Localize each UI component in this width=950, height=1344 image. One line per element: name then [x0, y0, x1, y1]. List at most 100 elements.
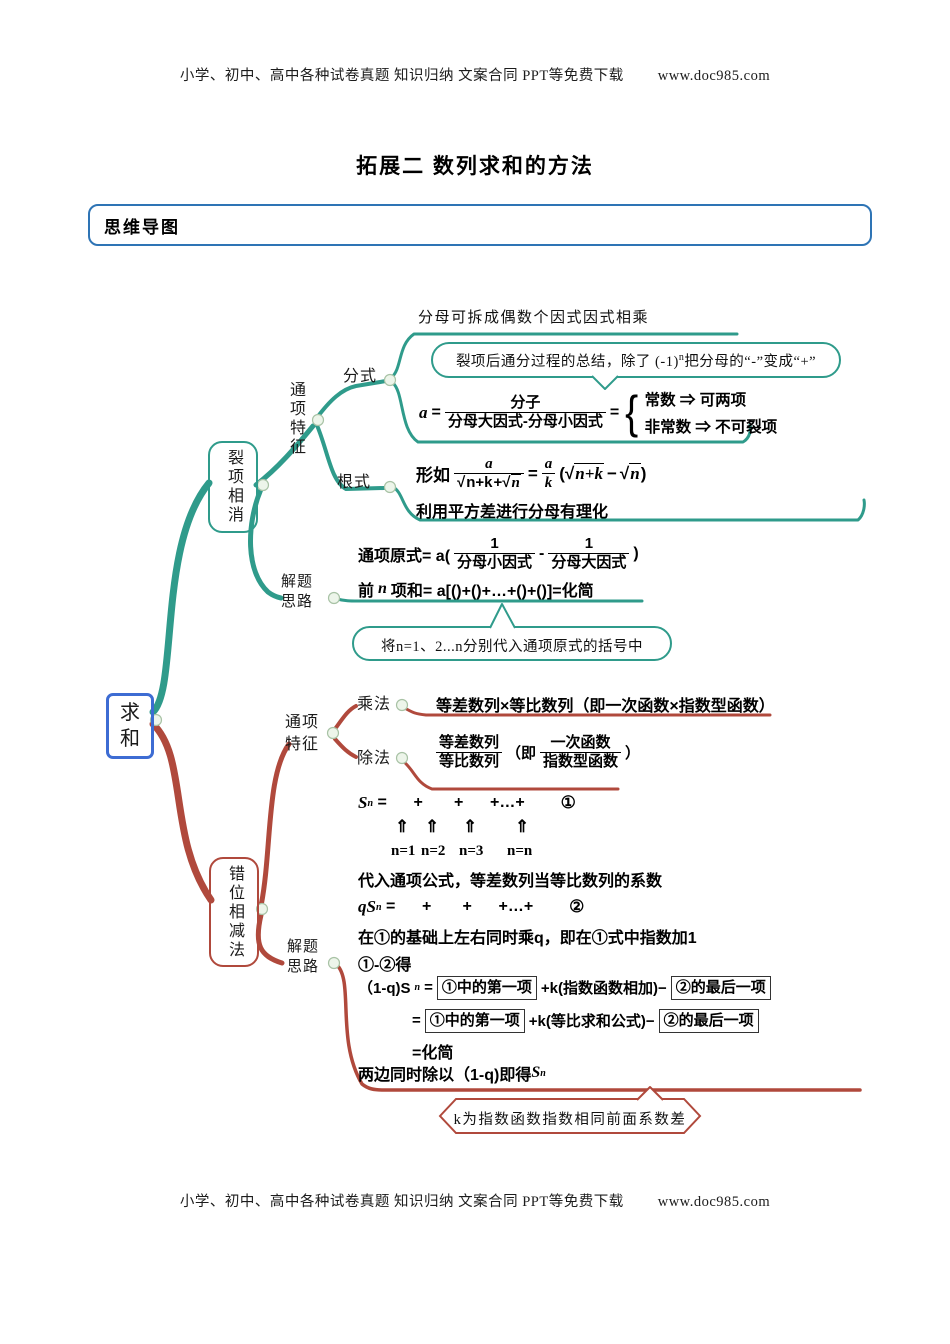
sum-n: n — [378, 580, 387, 597]
branch2-node: 错位相减法 — [209, 857, 259, 967]
callout-substitute-shape — [352, 603, 672, 661]
up-arrow-icon: ⇑ — [515, 817, 530, 836]
denominator-note: 分母可拆成偶数个因式因式相乘 — [418, 310, 650, 326]
result1-mid: +k(指数函数相加)− — [540, 980, 667, 998]
divide-rule: 等差数列 等比数列 （即 一次函数 指数型函数 ） — [436, 734, 640, 771]
qsn-subscript: n — [375, 901, 382, 913]
result2-box2: ②的最后一项 — [658, 1009, 759, 1033]
formula-a-numerator: 分子 — [510, 394, 541, 411]
branch2-multiply-label: 乘法 — [357, 696, 392, 713]
gt-frac2-num: 1 — [584, 535, 594, 552]
radicand: n+k — [465, 473, 494, 491]
divide-frac2-den: 指数型函数 — [540, 752, 622, 771]
root-node-label: 求和 — [120, 702, 140, 750]
formula-a-lhs: a — [419, 402, 428, 422]
formula-radical-prefix: 形如 — [416, 466, 450, 485]
result4-sub: n — [540, 1067, 546, 1079]
sum-pre: 前 — [358, 583, 375, 600]
gt-frac2-den: 分母大因式 — [548, 553, 630, 572]
sn-symbol: S — [358, 793, 368, 812]
formula-a: a = 分子 分母大因式-分母小因式 = { 常数 ⇒ 可两项 非常数 ⇒ 不可… — [419, 388, 777, 437]
header-text: 小学、初中、高中各种试卷真题 知识归纳 文案合同 PPT等免费下载 — [179, 68, 624, 84]
callout-split-sup: n — [678, 352, 685, 364]
callout-split-post: 把分母的“-”变成“+” — [684, 354, 817, 370]
n-label: n=2 — [421, 843, 446, 859]
branch1-node: 裂项相消 — [208, 441, 258, 533]
note-subtract: ①-②得 — [358, 957, 412, 974]
gt-frac1-num: 1 — [490, 535, 499, 552]
callout-substitute-text: 将n=1、2...n分别代入通项原式的括号中 — [380, 639, 644, 655]
divide-frac1-den: 等比数列 — [436, 752, 503, 771]
n-label: n=1 — [391, 843, 416, 859]
radical-frac2-num: a — [544, 456, 553, 472]
result-line-2: = ①中的第一项 +k(等比求和公式)− ②的最后一项 — [412, 1009, 759, 1033]
multiply-rule: 等差数列×等比数列（即一次函数×指数型函数） — [436, 698, 775, 715]
radicand: n — [629, 463, 641, 483]
branch1-node-label: 裂项相消 — [225, 449, 242, 525]
branch1-fraction-label: 分式 — [343, 368, 378, 385]
radical-frac2-den: k — [541, 473, 556, 492]
callout-split-text: 裂项后通分过程的总结，除了 (-1)n把分母的“-”变成“+” — [438, 350, 834, 371]
result1-lhs: （1-q)S — [358, 980, 411, 998]
qsn-symbol: qS — [358, 897, 376, 916]
general-term-formula: 通项原式= a( 1 分母小因式 - 1 分母大因式 ) — [358, 535, 639, 572]
callout-k-shape — [438, 1086, 702, 1134]
divide-frac1-num: 等差数列 — [439, 734, 500, 751]
up-arrow-icon: ⇑ — [425, 817, 440, 836]
gt-close: ) — [633, 544, 639, 562]
result1-box1: ①中的第一项 — [436, 976, 537, 1000]
qsn-tag: ② — [569, 897, 585, 916]
branch2-divide-label: 除法 — [357, 750, 392, 767]
callout-split-pre: 裂项后通分过程的总结，除了 (-1) — [455, 354, 679, 370]
formula-a-brace: { — [625, 385, 639, 438]
formula-a-case-const: 常数 ⇒ 可两项 — [644, 392, 747, 409]
result4-text: 两边同时除以（1-q)即得 — [358, 1067, 532, 1084]
radicand: n — [510, 474, 521, 491]
result1-sub: n — [414, 982, 421, 994]
n-label: n=n — [507, 843, 533, 859]
up-arrow-icon: ⇑ — [395, 817, 410, 836]
n-label: n=3 — [459, 843, 484, 859]
plus-sign: + — [493, 474, 503, 491]
formula-a-eq2: = — [609, 403, 620, 421]
sn-tag: ① — [560, 793, 576, 812]
up-arrow-icon: ⇑ — [463, 817, 478, 836]
sqrt-sign: √ — [564, 463, 575, 483]
footer-text: 小学、初中、高中各种试卷真题 知识归纳 文案合同 PPT等免费下载 — [179, 1194, 624, 1210]
paren-open: ( — [559, 463, 565, 483]
section-label: 思维导图 — [104, 218, 180, 237]
result2-mid: +k(等比求和公式)− — [528, 1013, 655, 1031]
callout-split-shape — [431, 342, 841, 390]
result2-eq: = — [412, 1012, 421, 1030]
note-substitute: 代入通项公式，等差数列当等比数列的系数 — [358, 873, 663, 890]
result1-box2: ②的最后一项 — [670, 976, 771, 1000]
radicand: n+k — [574, 463, 604, 483]
branch1-solve-label: 解题思路 — [281, 574, 314, 611]
radical-note: 利用平方差进行分母有理化 — [416, 504, 609, 521]
result2-box1: ①中的第一项 — [424, 1009, 525, 1033]
sqrt-sign: √ — [502, 474, 511, 491]
qsn-terms: = + + +…+ — [381, 898, 534, 915]
callout-k-text: k为指数函数指数相同前面系数差 — [453, 1112, 687, 1128]
divide-frac2-num: 一次函数 — [550, 734, 611, 751]
general-term-prefix: 通项原式= a( — [358, 547, 451, 565]
formula-a-case-nonconst: 非常数 ⇒ 不可裂项 — [644, 419, 778, 436]
result4-s: S — [531, 1064, 541, 1081]
root-node: 求和 — [106, 693, 154, 759]
note-multiply-q: 在①的基础上左右同时乘q，即在①式中指数加1 — [358, 930, 697, 947]
branch2-solve-label: 解题思路 — [287, 939, 320, 976]
gt-frac1-den: 分母小因式 — [454, 553, 536, 572]
result1-eq: = — [424, 979, 433, 997]
branch1-radical-label: 根式 — [337, 474, 372, 491]
gt-minus: - — [539, 544, 545, 562]
section-box — [88, 204, 872, 246]
branch2-node-label: 错位相减法 — [226, 864, 243, 960]
